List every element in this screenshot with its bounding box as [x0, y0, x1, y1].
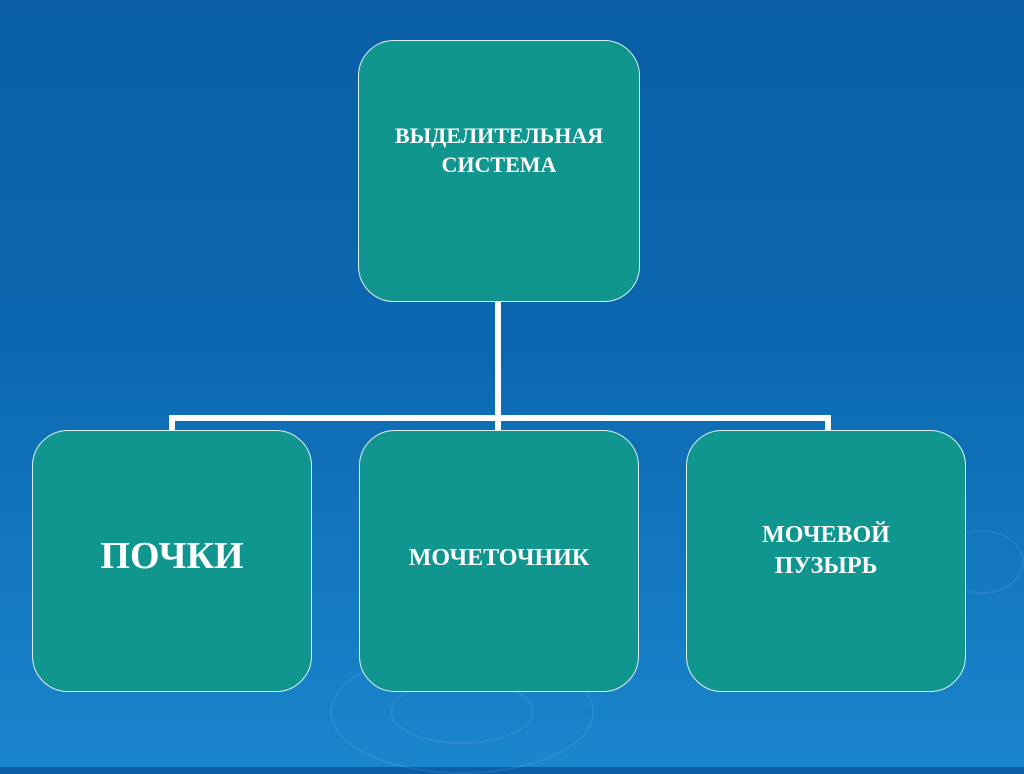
child-label: МОЧЕТОЧНИК — [408, 545, 590, 572]
child-node-bladder: МОЧЕВОЙ ПУЗЫРЬ — [686, 430, 966, 692]
child-node-ureter: МОЧЕТОЧНИК — [359, 430, 639, 692]
connector-right — [825, 415, 831, 431]
child-node-kidneys: ПОЧКИ — [32, 430, 312, 692]
connector-vertical — [495, 300, 501, 420]
connector-left — [169, 415, 175, 431]
root-node: ВЫДЕЛИТЕЛЬНАЯ СИСТЕМА — [358, 40, 640, 302]
root-label: ВЫДЕЛИТЕЛЬНАЯ СИСТЕМА — [394, 123, 604, 177]
connector-middle — [495, 415, 501, 431]
child-label: МОЧЕВОЙ ПУЗЫРЬ — [762, 521, 890, 579]
child-label: ПОЧКИ — [100, 535, 244, 578]
